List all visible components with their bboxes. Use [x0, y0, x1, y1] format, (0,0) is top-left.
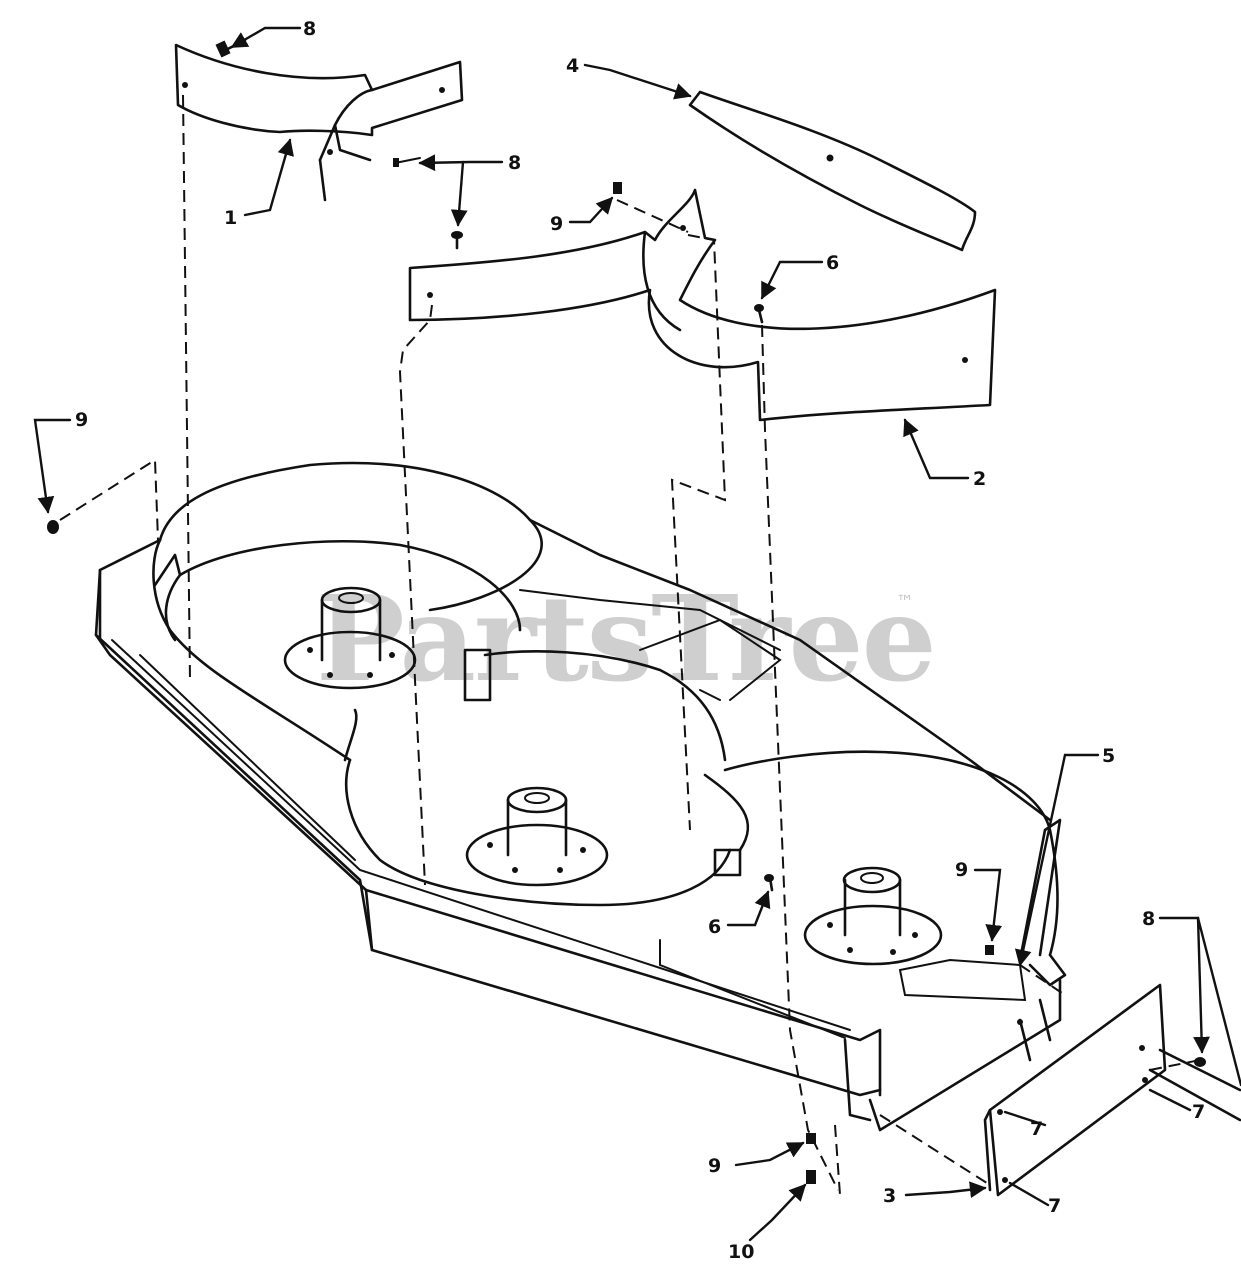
callout-6-lower: 6 [708, 916, 721, 938]
callout-leaders [33, 26, 1241, 1242]
callout-8-middle: 8 [508, 152, 521, 174]
callout-5: 5 [1102, 745, 1115, 767]
callout-4: 4 [566, 55, 579, 77]
spindle-right [803, 866, 943, 966]
part-4-blade [688, 90, 977, 252]
alignment-lines [59, 94, 1201, 1196]
callout-8-top: 8 [303, 18, 316, 40]
part-3-bracket [868, 978, 1241, 1197]
callout-9-top: 9 [550, 213, 563, 235]
spindle-center [465, 786, 609, 887]
callout-1: 1 [224, 207, 237, 229]
watermark-text: PartsTree [316, 569, 935, 708]
part-2-belt-guard [408, 188, 997, 422]
callout-7-lower: 7 [1048, 1195, 1061, 1217]
callout-10: 10 [728, 1241, 754, 1263]
callout-labels: 8 1 8 4 9 6 9 2 5 9 6 8 7 7 7 9 3 10 [75, 18, 1205, 1263]
callout-2: 2 [973, 468, 986, 490]
callout-8-right: 8 [1142, 908, 1155, 930]
callout-7-upper-left: 7 [1030, 1118, 1043, 1140]
mower-deck-housing [94, 461, 1067, 1122]
callout-9-left: 9 [75, 409, 88, 431]
callout-3: 3 [883, 1185, 896, 1207]
part-1-belt-guard [174, 43, 464, 202]
callout-9-bottom: 9 [708, 1155, 721, 1177]
callout-9-right: 9 [955, 859, 968, 881]
callout-6-top: 6 [826, 252, 839, 274]
watermark-trademark: ™ [896, 592, 914, 613]
callout-7-right: 7 [1192, 1101, 1205, 1123]
hardware [47, 38, 1206, 1184]
